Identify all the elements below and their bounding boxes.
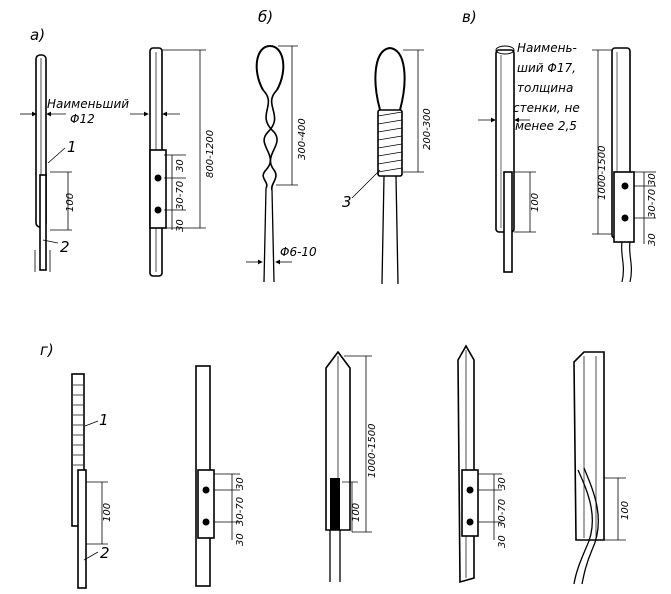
panel-a-label: а)	[30, 26, 45, 44]
dim-30-70-a: 30-70	[175, 181, 186, 210]
dim-100-a: 100	[65, 193, 76, 212]
dim-30-top-g4: 30	[497, 477, 508, 490]
dim-100-g1: 100	[102, 503, 113, 522]
dim-100-g5: 100	[620, 501, 631, 520]
note-line-2: ший Φ17,	[517, 61, 576, 75]
dim-30-bottom-v: 30	[647, 233, 658, 246]
twisted-wire-loop	[255, 44, 285, 283]
dim-30-top-g2: 30	[235, 477, 246, 490]
dim-30-top-a: 30	[175, 159, 186, 172]
panel-v: в) Наимень- ший Φ17, толщина стенки, не …	[462, 8, 658, 283]
min-diameter-value: Φ12	[70, 112, 95, 126]
dim-30-top-v: 30	[647, 173, 658, 186]
strip-with-welded-plate-g2	[195, 365, 215, 587]
dim-800-1200: 800-1200	[205, 130, 216, 178]
callout-1-g: 1	[99, 411, 109, 429]
pipe-with-rod-a1	[34, 54, 51, 272]
note-line-5: менее 2,5	[515, 119, 577, 133]
dim-30-bottom-g4: 30	[497, 535, 508, 548]
dim-30-bottom-g2: 30	[235, 533, 246, 546]
wide-pipe-with-rod	[495, 45, 515, 273]
dim-300-400: 300-400	[297, 118, 308, 160]
dim-30-70-g4: 30-70	[497, 499, 508, 528]
panel-a: а) Наименьший Φ12 1 2 100	[20, 26, 216, 277]
callout-3: 3	[342, 193, 352, 211]
panel-g: г) 1 2 100	[40, 341, 631, 589]
dim-1000-1500-v: 1000-1500	[597, 145, 608, 200]
callout-2: 2	[60, 238, 70, 256]
dim-100-v: 100	[530, 193, 541, 212]
wide-pipe-with-strip	[611, 47, 635, 283]
callout-2-g: 2	[100, 544, 110, 562]
dim-1000-1500-g3: 1000-1500	[367, 423, 378, 478]
min-diameter-note: Наименьший	[47, 97, 129, 111]
dim-30-70-v: 30-70	[647, 189, 658, 218]
panel-g-label: г)	[40, 341, 54, 359]
angle-with-welded-plate-g4	[457, 344, 479, 584]
dim-30-70-g2: 30-70	[235, 497, 246, 526]
pipe-with-welded-strip-a2	[149, 47, 167, 277]
callout-1: 1	[67, 138, 77, 156]
channel-with-rod-g5	[573, 351, 605, 585]
bound-wire-loop	[374, 46, 406, 285]
note-line-4: стенки, не	[513, 101, 580, 115]
strip-with-rod-g1	[71, 373, 87, 589]
panel-b-label: б)	[258, 8, 273, 26]
panel-v-label: в)	[462, 8, 477, 26]
dim-30-bottom-a: 30	[175, 219, 186, 232]
dim-wire-diameter: Φ6-10	[280, 245, 317, 259]
dim-200-300: 200-300	[422, 108, 433, 150]
panel-b: б) 300-400 Φ6-10	[246, 8, 433, 285]
note-line-3: толщина	[517, 81, 573, 95]
angle-with-rod-g3	[325, 350, 351, 582]
note-line-1: Наимень-	[517, 41, 577, 55]
dim-100-g3: 100	[351, 503, 362, 522]
